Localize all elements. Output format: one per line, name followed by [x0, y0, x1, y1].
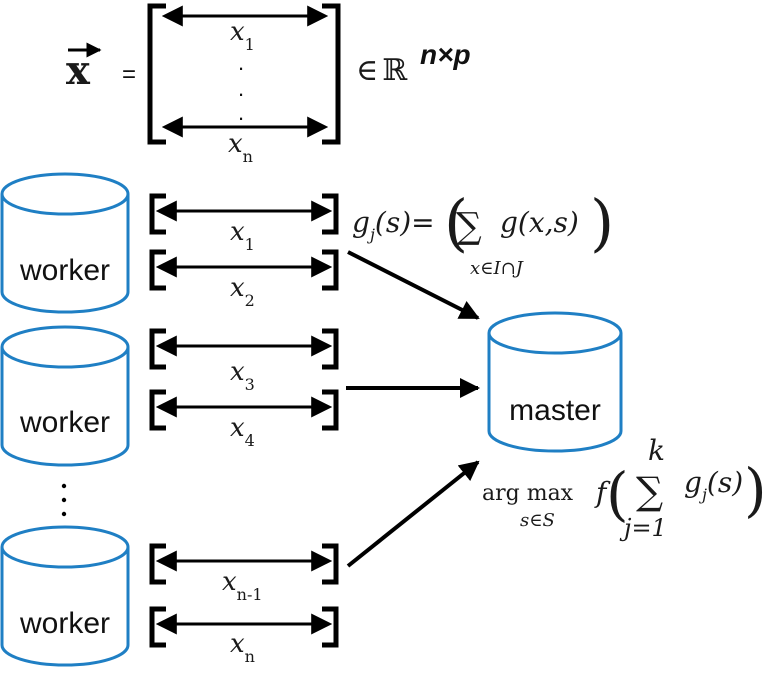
- partition-row-label: x2: [230, 273, 255, 310]
- database-cylinder-icon: [0, 194, 130, 314]
- left-paren: (: [606, 460, 629, 528]
- partial-sum-formula: gj(s)= ( ∑ g(x,s) ) x∈I∩J: [352, 186, 614, 279]
- row-x1-label: x1: [230, 17, 255, 54]
- row-xn-label: xn: [228, 129, 253, 166]
- partition-row: xn-1: [149, 543, 339, 604]
- partition-row: x2: [149, 249, 339, 310]
- data-matrix: x = x1 . . . xn ∈ℝ n×p: [66, 3, 471, 166]
- database-cylinder-icon: [0, 347, 130, 467]
- argmax-subscript: s∈S: [520, 510, 555, 531]
- right-paren: ): [590, 186, 614, 259]
- partition-row-label: x1: [230, 217, 255, 254]
- element-of-set-label: ∈ℝ: [356, 53, 408, 88]
- partition-left-bracket: [149, 249, 166, 291]
- partition-row-label: x4: [230, 413, 255, 450]
- partition-left-bracket: [149, 389, 166, 431]
- vertical-dot: .: [238, 50, 244, 75]
- partition-left-bracket: [149, 543, 166, 585]
- matrix-dimensions: n×p: [420, 39, 471, 70]
- data-partitions: x1 x2 x3 x4 xn-1 xn: [149, 193, 339, 666]
- flow-arrow: [346, 460, 480, 568]
- worker-label: worker: [19, 607, 110, 640]
- partition-row-label: xn-1: [222, 567, 263, 604]
- worker-node-2: worker: [0, 325, 130, 467]
- sum-lower-limit: j=1: [619, 514, 667, 542]
- partition-left-bracket: [149, 193, 166, 235]
- worker-label: worker: [19, 254, 110, 287]
- partition-left-bracket: [149, 328, 166, 370]
- vertical-dot: .: [238, 76, 244, 101]
- sum-upper-limit: k: [648, 434, 665, 467]
- partition-row: xn: [149, 606, 339, 666]
- partition-row: x4: [149, 389, 339, 450]
- flow-arrow: [347, 250, 480, 320]
- matrix-left-bracket: [147, 3, 166, 145]
- left-paren: (: [444, 186, 468, 259]
- sum-symbol: ∑: [636, 469, 663, 513]
- master-node: master: [487, 311, 623, 453]
- argmax-formula: arg max s∈S f ( k ∑ j=1 gj(s) ): [482, 434, 763, 542]
- sum-body: g(x,s): [500, 206, 579, 239]
- g-j-of-s: gj(s): [684, 466, 743, 504]
- database-cylinder-icon: [0, 547, 130, 667]
- partition-row-label: xn: [230, 629, 255, 666]
- partition-right-bracket: [322, 328, 339, 370]
- partition-right-bracket: [322, 389, 339, 431]
- partition-right-bracket: [322, 249, 339, 291]
- sum-symbol: ∑: [456, 206, 482, 247]
- worker-label: worker: [19, 406, 110, 439]
- worker-ellipsis: [61, 483, 67, 517]
- vertical-dot: .: [238, 100, 244, 125]
- matrix-right-bracket: [322, 3, 341, 145]
- right-paren: ): [744, 456, 763, 524]
- worker-node-3: worker: [0, 525, 130, 667]
- equals-sign: =: [122, 61, 136, 88]
- partition-left-bracket: [149, 606, 166, 648]
- worker-node-1: worker: [0, 172, 130, 314]
- partition-right-bracket: [322, 606, 339, 648]
- master-label: master: [509, 394, 601, 427]
- argmax-operator: arg max: [482, 481, 574, 506]
- sum-subscript: x∈I∩J: [470, 258, 525, 279]
- partition-row: x3: [149, 328, 339, 394]
- vector-x-symbol: x: [66, 47, 91, 94]
- partition-right-bracket: [322, 543, 339, 585]
- partition-right-bracket: [322, 193, 339, 235]
- partition-row: x1: [149, 193, 339, 254]
- partition-row-label: x3: [230, 357, 255, 394]
- svg-text:gj(s)=: gj(s)=: [352, 206, 435, 244]
- database-cylinder-icon: [487, 333, 623, 453]
